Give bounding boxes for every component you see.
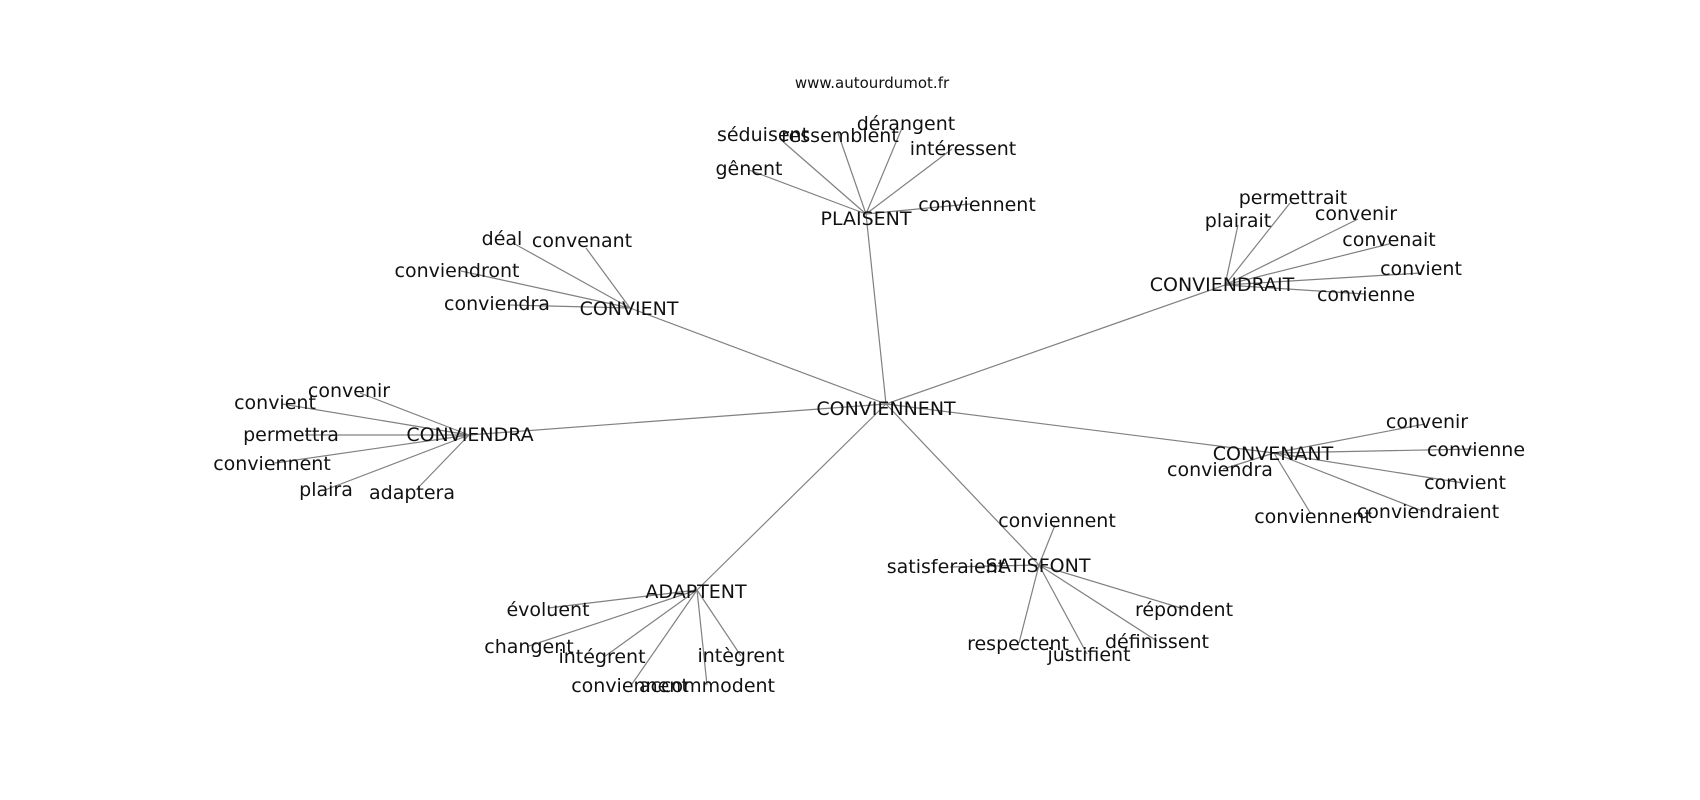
leaf-word-label: convenir: [1315, 203, 1397, 225]
edge-hub-to-word: [1018, 564, 1040, 644]
leaf-word-label: conviendra: [444, 293, 550, 315]
edge-hub-to-word: [865, 203, 971, 215]
edge-hub-to-word: [1038, 564, 1158, 642]
edge-hub-to-word: [779, 138, 867, 215]
leaf-word-label: convenant: [532, 230, 632, 252]
edges: [274, 127, 1475, 686]
edge-hub-to-word: [585, 247, 631, 309]
leaf-word-label: satisferaient: [887, 556, 1005, 578]
edge-hub-to-word: [528, 589, 698, 647]
hub-word-label: ADAPTENT: [645, 581, 747, 603]
leaf-word-label: permettrait: [1239, 187, 1348, 209]
leaf-word-label: conviennent: [213, 453, 331, 475]
leaf-word-label: conviendra: [1167, 459, 1273, 481]
leaf-word-label: convenir: [1386, 411, 1468, 433]
leaf-word-label: répondent: [1135, 599, 1233, 621]
leaf-word-label: accommodent: [639, 675, 775, 697]
leaf-word-label: séduisent: [717, 124, 809, 146]
edge-hub-to-word: [1224, 284, 1366, 295]
center-word-label: CONVIENNENT: [816, 398, 956, 420]
edge-hub-to-word: [547, 589, 698, 609]
labels: CONVIENNENT séduisentressemblentdérangent…: [213, 113, 1525, 697]
leaf-word-label: conviennent: [998, 510, 1116, 532]
edge-hub-to-word: [1273, 448, 1475, 454]
leaf-word-label: convient: [1380, 258, 1462, 280]
edge-hub-to-word: [1038, 564, 1088, 655]
hub-word-label: CONVIENDRAIT: [1150, 274, 1295, 296]
edge-hub-to-word: [865, 148, 953, 215]
edge-hub-to-word: [507, 304, 631, 309]
leaf-word-label: conviendront: [395, 260, 520, 282]
leaf-word-label: justifient: [1046, 644, 1130, 666]
edge-hub-to-word: [1273, 423, 1426, 454]
edge-hub-to-word: [359, 392, 470, 436]
leaf-word-label: intégrent: [558, 646, 645, 668]
edge-hub-to-word: [696, 589, 742, 657]
edge-hub-to-word: [1224, 224, 1239, 286]
edge-hub-to-word: [1273, 452, 1464, 484]
leaf-word-label: dérangent: [857, 113, 956, 135]
edge-hub-to-word: [631, 589, 698, 685]
edge-center-to-hub: [885, 403, 1275, 454]
edge-hub-to-word: [1224, 202, 1291, 286]
leaf-word-label: convienne: [1427, 439, 1525, 461]
leaf-word-label: plairait: [1205, 210, 1271, 232]
leaf-word-label: adaptera: [369, 482, 455, 504]
edge-hub-to-word: [865, 127, 903, 215]
edge-hub-to-word: [837, 132, 867, 215]
leaf-word-label: déal: [482, 228, 523, 250]
leaf-word-label: convienne: [1317, 284, 1415, 306]
edge-hub-to-word: [460, 270, 631, 309]
leaf-word-label: convenir: [308, 380, 390, 402]
edge-center-to-hub: [885, 403, 1040, 566]
leaf-word-label: intègrent: [697, 645, 784, 667]
edge-hub-to-word: [1224, 243, 1390, 286]
edge-center-to-hub: [468, 403, 887, 436]
leaf-word-label: permettra: [243, 424, 339, 446]
leaf-word-label: intéressent: [910, 138, 1017, 160]
leaf-word-label: conviendraient: [1357, 501, 1499, 523]
edge-hub-to-word: [1224, 272, 1422, 286]
edge-hub-to-word: [1038, 564, 1185, 610]
hub-word-label: CONVIENT: [580, 298, 679, 320]
edge-hub-to-word: [1273, 452, 1312, 515]
leaf-word-label: conviennent: [571, 675, 689, 697]
leaf-word-label: évoluent: [506, 599, 589, 621]
source-label: www.autourdumot.fr: [795, 74, 950, 92]
edge-hub-to-word: [1222, 452, 1275, 470]
leaf-word-label: gênent: [716, 158, 783, 180]
leaf-word-label: convenait: [1342, 229, 1435, 251]
leaf-word-label: définissent: [1105, 631, 1209, 653]
edge-hub-to-word: [603, 589, 698, 658]
edge-hub-to-word: [1224, 218, 1359, 286]
leaf-word-label: convient: [1424, 472, 1506, 494]
hub-word-label: PLAISENT: [821, 208, 912, 230]
edge-hub-to-word: [696, 589, 708, 686]
leaf-word-label: ressemblent: [781, 125, 899, 147]
hub-word-label: CONVENANT: [1213, 443, 1334, 465]
leaf-word-label: conviennent: [918, 194, 1036, 216]
edge-center-to-hub: [865, 213, 887, 405]
edge-center-to-hub: [629, 307, 887, 405]
leaf-word-label: convient: [234, 392, 316, 414]
edge-hub-to-word: [281, 403, 470, 436]
edge-center-to-hub: [696, 403, 887, 591]
edge-hub-to-word: [415, 434, 470, 491]
edge-hub-to-word: [324, 434, 470, 491]
leaf-word-label: respectent: [967, 633, 1069, 655]
edge-center-to-hub: [885, 284, 1226, 405]
edge-hub-to-word: [274, 434, 470, 464]
leaf-word-label: changent: [484, 636, 573, 658]
edge-hub-to-word: [949, 564, 1040, 568]
edge-hub-to-word: [512, 242, 631, 309]
edge-hub-to-word: [1038, 524, 1056, 566]
edge-hub-to-word: [1273, 452, 1426, 513]
leaf-word-label: plaira: [299, 479, 353, 501]
hub-word-label: SATISFONT: [986, 555, 1091, 577]
hub-word-label: CONVIENDRA: [406, 424, 533, 446]
leaf-word-label: conviennent: [1254, 506, 1372, 528]
edge-hub-to-word: [748, 169, 867, 215]
